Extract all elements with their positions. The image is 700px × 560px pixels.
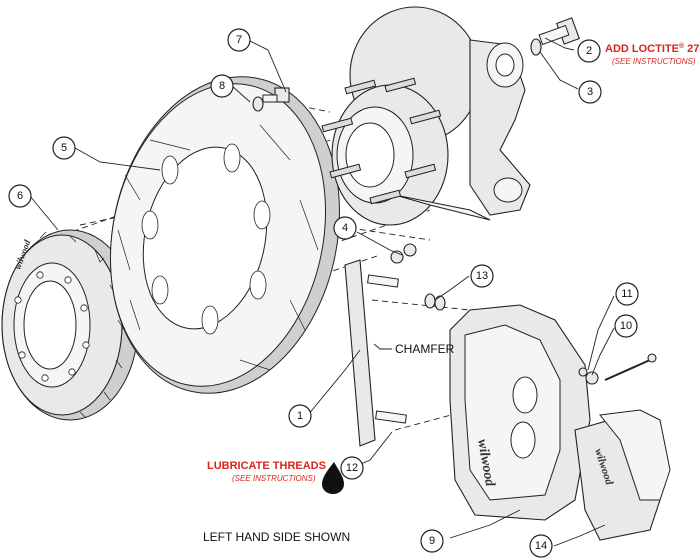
- svg-text:1: 1: [297, 410, 303, 422]
- rotor-hat: wilwood: [1, 229, 139, 421]
- callout-13: 13: [470, 264, 494, 288]
- callout-3: 3: [578, 80, 602, 104]
- callout-11: 11: [615, 282, 639, 306]
- loctite-note: ADD LOCTITE®271 (SEE INSTRUCTIONS): [605, 42, 700, 66]
- lubricate-see-instructions: (SEE INSTRUCTIONS): [232, 474, 316, 483]
- lubricate-drop-icon: [322, 462, 344, 494]
- loctite-registered-mark: ®: [679, 42, 685, 50]
- brake-pads: wilwood: [574, 409, 671, 541]
- svg-text:6: 6: [17, 190, 23, 202]
- shims-13: [424, 293, 446, 311]
- svg-text:4: 4: [342, 222, 348, 234]
- loctite-label: ADD LOCTITE: [605, 43, 679, 55]
- svg-text:10: 10: [620, 320, 632, 332]
- svg-text:11: 11: [621, 288, 632, 300]
- loctite-number: 271: [687, 43, 700, 55]
- caliper: wilwood: [449, 304, 591, 521]
- caliper-bracket: [344, 259, 407, 447]
- callout-10: 10: [614, 314, 638, 338]
- callout-1: 1: [288, 404, 312, 428]
- loctite-see-instructions: (SEE INSTRUCTIONS): [612, 57, 696, 66]
- mounting-bolt-2: [538, 17, 580, 46]
- retaining-pin: [578, 353, 657, 385]
- callout-7: 7: [227, 28, 251, 52]
- svg-text:9: 9: [429, 535, 435, 547]
- callout-2: 2: [577, 39, 601, 63]
- chamfer-label: CHAMFER: [395, 342, 455, 356]
- leader-lines: [29, 37, 615, 547]
- rotor: [109, 76, 340, 394]
- lubricate-note: LUBRICATE THREADS (SEE INSTRUCTIONS): [207, 460, 326, 483]
- callout-8: 8: [210, 74, 234, 98]
- callout-12: 12: [340, 456, 364, 480]
- callout-9: 9: [420, 529, 444, 553]
- svg-text:14: 14: [535, 540, 547, 552]
- svg-text:7: 7: [236, 34, 242, 46]
- callout-4: 4: [333, 216, 357, 240]
- svg-text:5: 5: [61, 142, 67, 154]
- svg-text:3: 3: [587, 86, 593, 98]
- hub-spindle: [321, 6, 531, 226]
- side-shown-caption: LEFT HAND SIDE SHOWN: [203, 530, 350, 544]
- washer-3: [530, 38, 542, 56]
- svg-text:13: 13: [476, 270, 488, 282]
- callout-14: 14: [529, 534, 553, 558]
- washers-4: [390, 243, 417, 264]
- callout-6: 6: [8, 184, 32, 208]
- lubricate-label: LUBRICATE THREADS: [207, 460, 326, 472]
- svg-text:8: 8: [219, 80, 225, 92]
- svg-text:2: 2: [586, 45, 592, 57]
- washer-8: [252, 96, 264, 112]
- callout-5: 5: [52, 136, 76, 160]
- svg-text:12: 12: [346, 462, 358, 474]
- svg-text:ADD LOCTITE®271: ADD LOCTITE®271: [605, 42, 700, 55]
